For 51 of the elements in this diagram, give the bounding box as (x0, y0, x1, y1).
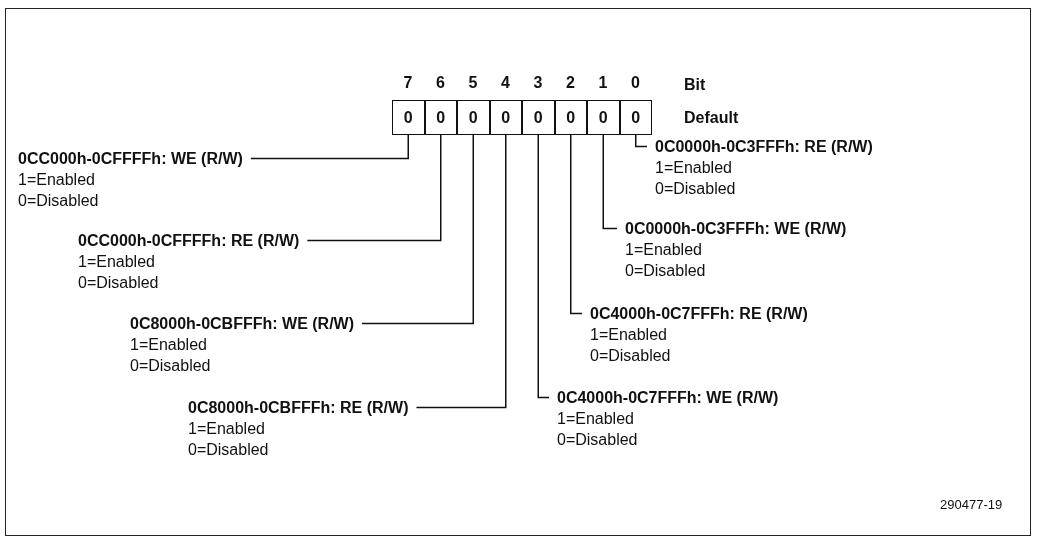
value-description: 1=Enabled (557, 409, 635, 429)
leader-line (602, 134, 618, 230)
bit-cell: 0 (489, 100, 522, 135)
leader-line (361, 134, 474, 325)
leader-line (306, 134, 442, 242)
bit-cell: 0 (457, 100, 490, 135)
leader-line (250, 134, 409, 160)
value-description: 1=Enabled (655, 158, 733, 178)
bit-number: 4 (500, 74, 511, 92)
bit-cell: 0 (619, 100, 652, 135)
value-description: 0=Disabled (78, 273, 160, 293)
register-field-name: 0C4000h-0C7FFFh: RE (R/W) (590, 304, 808, 324)
register-field-name: 0CC000h-0CFFFFh: WE (R/W) (18, 149, 243, 169)
register-field-name: 0C8000h-0CBFFFh: WE (R/W) (130, 314, 354, 334)
register-field-name: 0C4000h-0C7FFFh: WE (R/W) (557, 388, 779, 408)
bit-cell: 0 (587, 100, 620, 135)
leader-line (570, 134, 583, 315)
value-description: 0=Disabled (130, 356, 212, 376)
value-description: 0=Disabled (655, 179, 737, 199)
bit-number: 2 (565, 74, 576, 92)
leader-line (537, 134, 550, 399)
value-description: 1=Enabled (18, 170, 96, 190)
bit-cell: 0 (554, 100, 587, 135)
figure-number: 290477-19 (940, 497, 1003, 512)
value-description: 0=Disabled (590, 346, 672, 366)
value-description: 1=Enabled (590, 325, 668, 345)
bit-number: 6 (435, 74, 446, 92)
leader-line (415, 134, 507, 409)
bit-cell: 0 (424, 100, 457, 135)
bit-number: 0 (630, 74, 641, 92)
value-description: 1=Enabled (130, 335, 208, 355)
bit-number: 5 (467, 74, 479, 92)
value-description: 0=Disabled (625, 261, 707, 281)
default-row-label: Default (684, 109, 739, 127)
value-description: 0=Disabled (18, 191, 100, 211)
value-description: 0=Disabled (557, 430, 639, 450)
bit-number: 3 (532, 74, 544, 92)
bit-cell: 0 (522, 100, 555, 135)
leader-line (635, 134, 648, 148)
bit-row-label: Bit (684, 76, 706, 94)
bit-cell: 0 (392, 100, 425, 135)
register-field-name: 0CC000h-0CFFFFh: RE (R/W) (78, 231, 300, 251)
register-field-name: 0C8000h-0CBFFFh: RE (R/W) (188, 398, 409, 418)
value-description: 0=Disabled (188, 440, 270, 460)
bit-number: 1 (597, 74, 609, 92)
register-field-name: 0C0000h-0C3FFFh: RE (R/W) (655, 137, 873, 157)
register-field-name: 0C0000h-0C3FFFh: WE (R/W) (625, 219, 847, 239)
value-description: 1=Enabled (78, 252, 156, 272)
value-description: 1=Enabled (625, 240, 703, 260)
bit-number: 7 (402, 74, 414, 92)
value-description: 1=Enabled (188, 419, 266, 439)
